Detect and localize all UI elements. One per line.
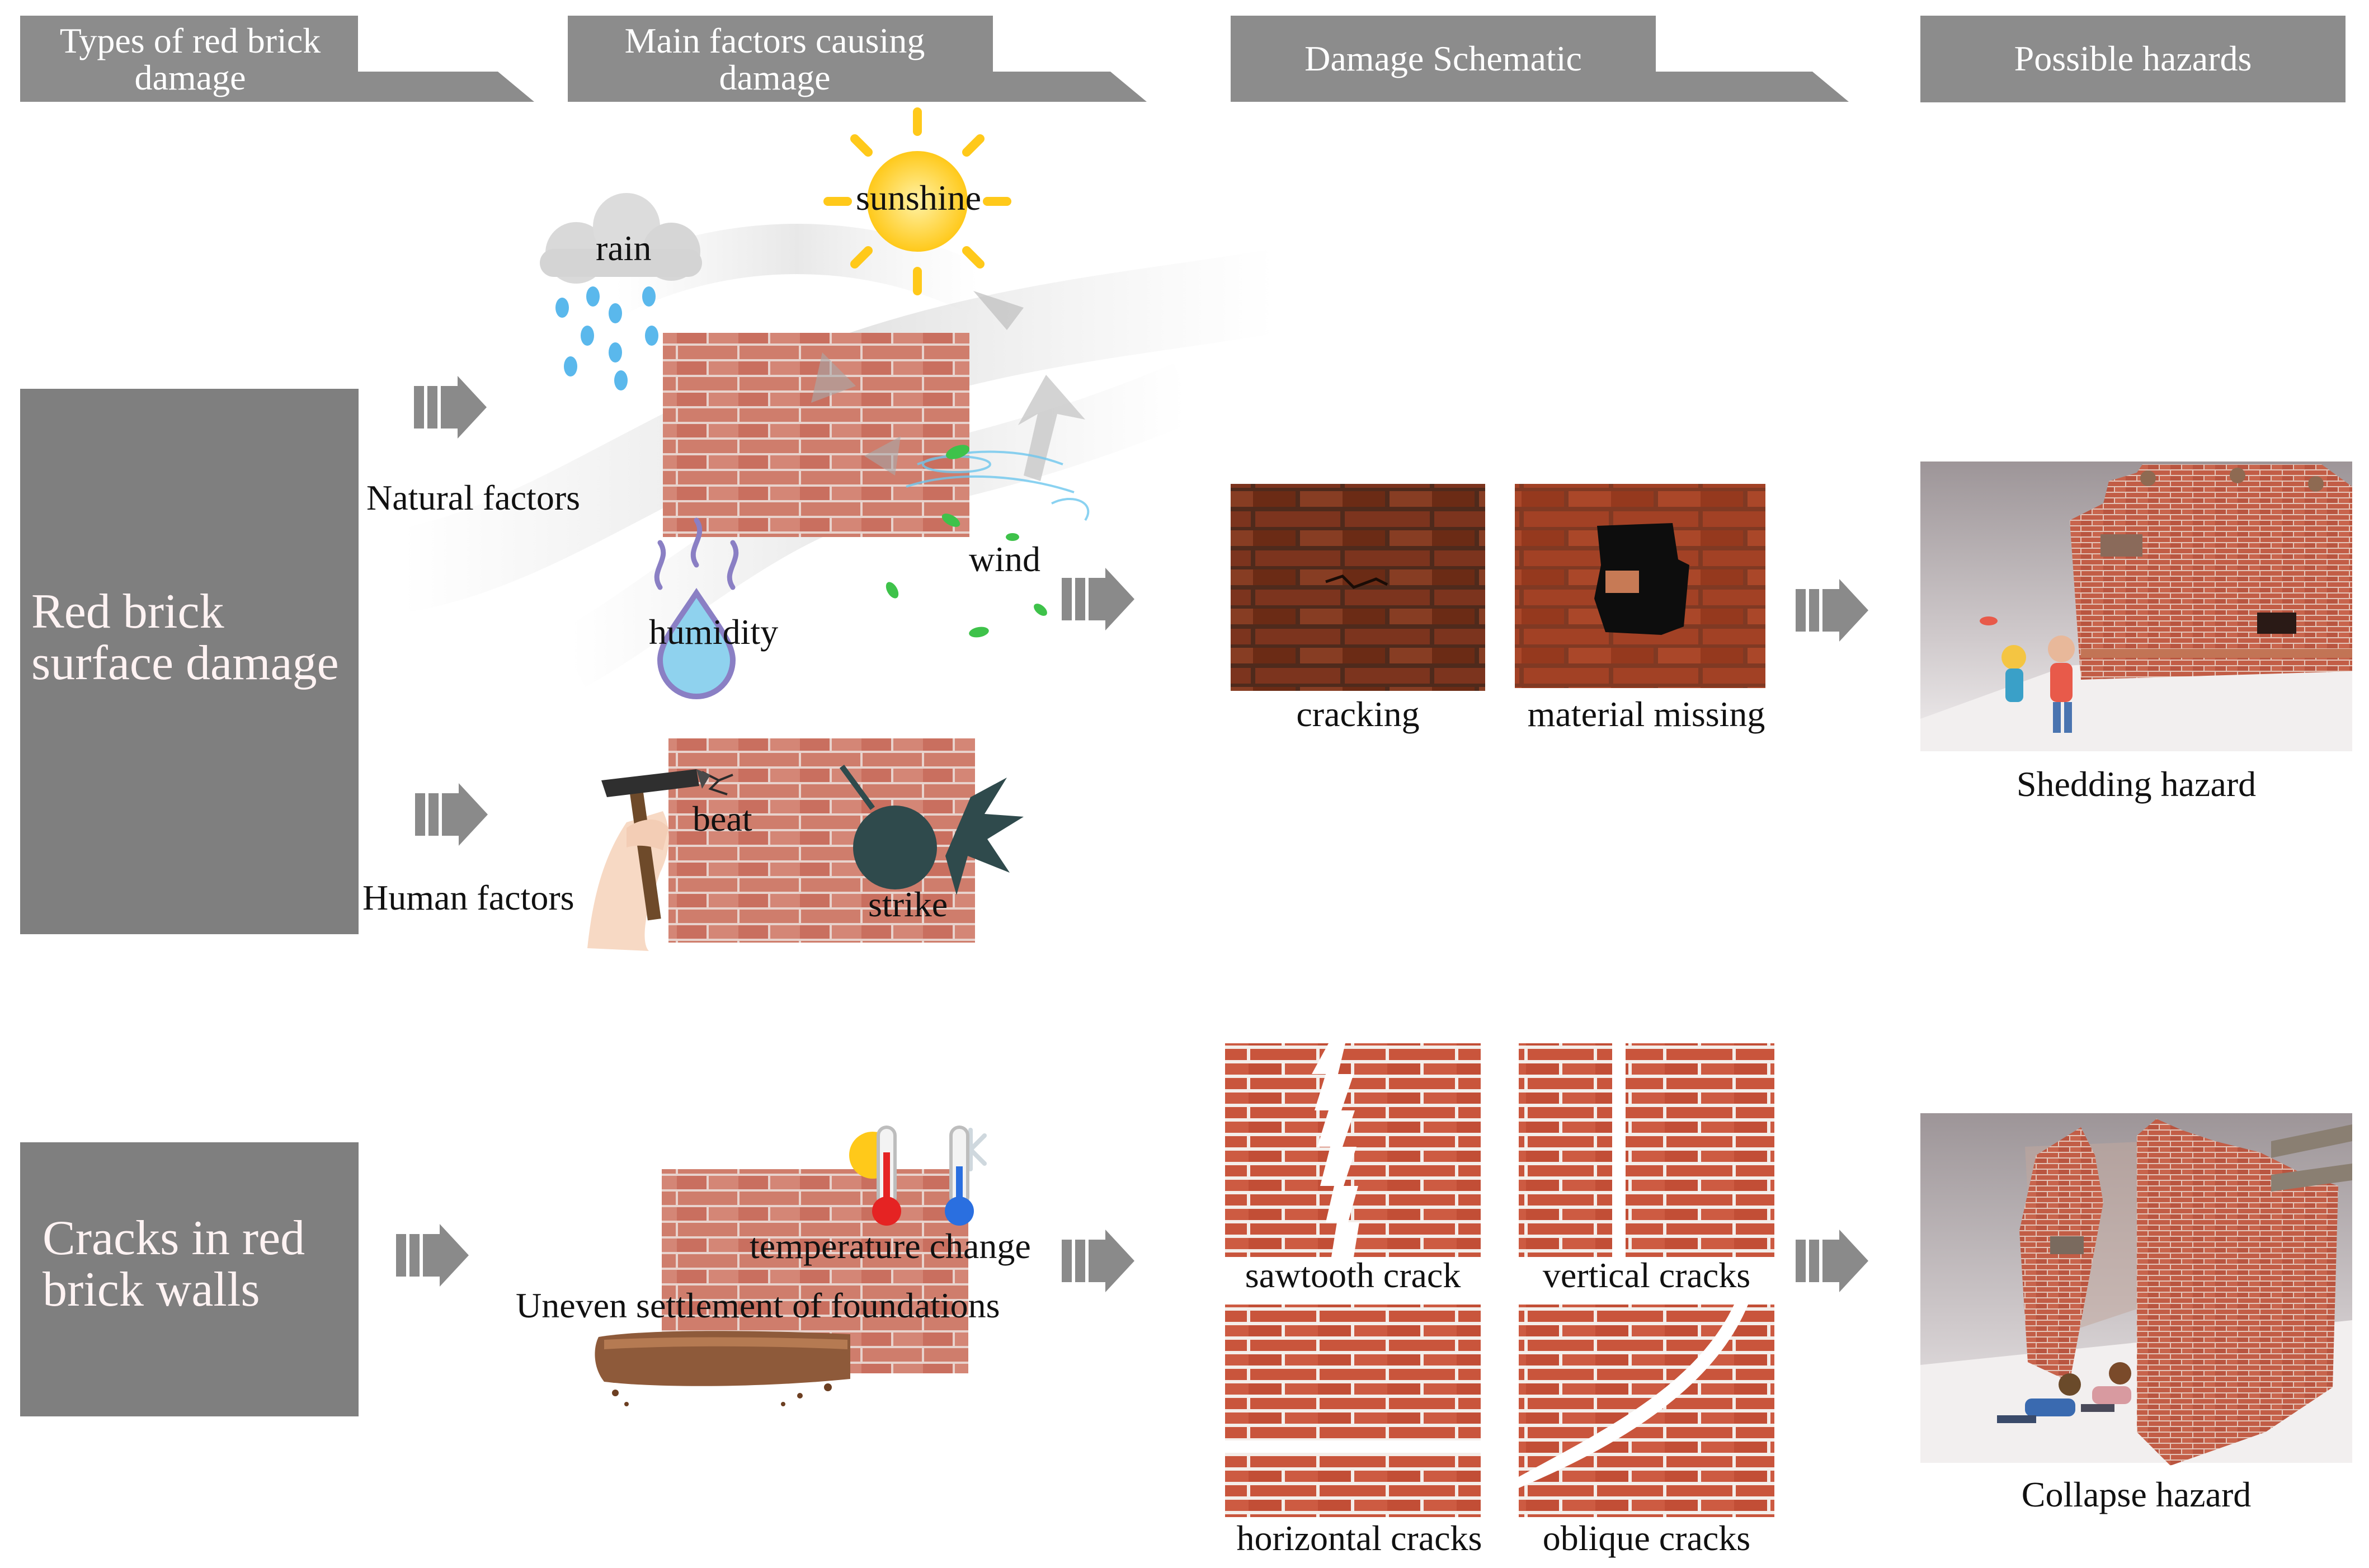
sawtooth-crack-caption: sawtooth crack (1245, 1255, 1461, 1295)
header-schematic-label: Damage Schematic (1304, 39, 1582, 78)
arrow-to-surface-schematic (1062, 568, 1134, 630)
category-surface-box (20, 389, 359, 934)
fleeing-people-icon (1980, 616, 2075, 733)
beat-label: beat (693, 799, 752, 839)
thermometer-cold-icon (945, 1126, 987, 1226)
oblique-crack-diagram (1519, 1305, 1774, 1517)
oblique-cracks-caption: oblique cracks (1542, 1518, 1751, 1558)
vertical-crack-diagram (1519, 1043, 1774, 1257)
rain-cloud-icon (540, 193, 702, 284)
natural-brick-wall (663, 333, 969, 537)
category-cracks-label: Cracks in red brick walls (43, 1211, 305, 1317)
horizontal-cracks-caption: horizontal cracks (1236, 1518, 1482, 1558)
arrow-to-crack-schematic (1062, 1230, 1134, 1292)
arrow-natural (414, 376, 487, 439)
header-hazards-label: Possible hazards (2014, 39, 2252, 78)
collapse-hazard-caption: Collapse hazard (2021, 1475, 2252, 1514)
rain-drops-icon (555, 286, 658, 390)
category-cracks-box (20, 1142, 359, 1416)
rain-label: rain (596, 228, 652, 268)
wrecking-ball-icon (839, 765, 1024, 895)
header-factors-label: Main factors causing damage (624, 21, 925, 97)
sawtooth-crack-diagram (1225, 1043, 1481, 1257)
foundation-log-icon (595, 1331, 850, 1406)
human-factors-label: Human factors (362, 878, 574, 917)
humidity-icon (654, 517, 739, 699)
hammer-hand-icon (587, 769, 710, 951)
collapse-hazard-scene (1920, 1113, 2352, 1466)
cracking-caption: cracking (1296, 694, 1420, 734)
arrow-human (415, 783, 488, 846)
material-missing-photo (1515, 484, 1765, 688)
horizontal-crack-diagram (1225, 1305, 1481, 1517)
thermometer-hot-icon (849, 1126, 901, 1226)
arrow-to-shedding (1796, 579, 1868, 642)
settlement-label: Uneven settlement of foundations (516, 1286, 1000, 1325)
header-types-label: Types of red brick damage (59, 21, 321, 97)
wind-icon (886, 445, 1090, 638)
category-surface-label: Red brick surface damage (31, 585, 339, 690)
temperature-change-label: temperature change (750, 1226, 1031, 1266)
sun-icon (823, 107, 1011, 295)
sunshine-label: sunshine (856, 178, 981, 218)
wind-label: wind (969, 539, 1040, 579)
shedding-hazard-caption: Shedding hazard (2016, 764, 2257, 804)
vertical-cracks-caption: vertical cracks (1542, 1255, 1751, 1295)
arrow-cracks (396, 1224, 469, 1287)
material-missing-caption: material missing (1527, 694, 1765, 734)
cracking-photo (1231, 484, 1485, 691)
header-types-banner (20, 16, 534, 102)
strike-label: strike (868, 884, 948, 924)
arrow-to-collapse (1796, 1230, 1868, 1292)
fleeing-people-collapse-icon (1997, 1362, 2131, 1423)
natural-factors-scene (395, 224, 1283, 688)
header-schematic-banner (1231, 16, 1849, 102)
natural-factors-label: Natural factors (366, 478, 581, 517)
header-factors-banner (568, 16, 1147, 102)
humidity-label: humidity (649, 612, 779, 652)
header-hazards-banner (1920, 16, 2346, 102)
shedding-hazard-scene (1920, 462, 2352, 751)
